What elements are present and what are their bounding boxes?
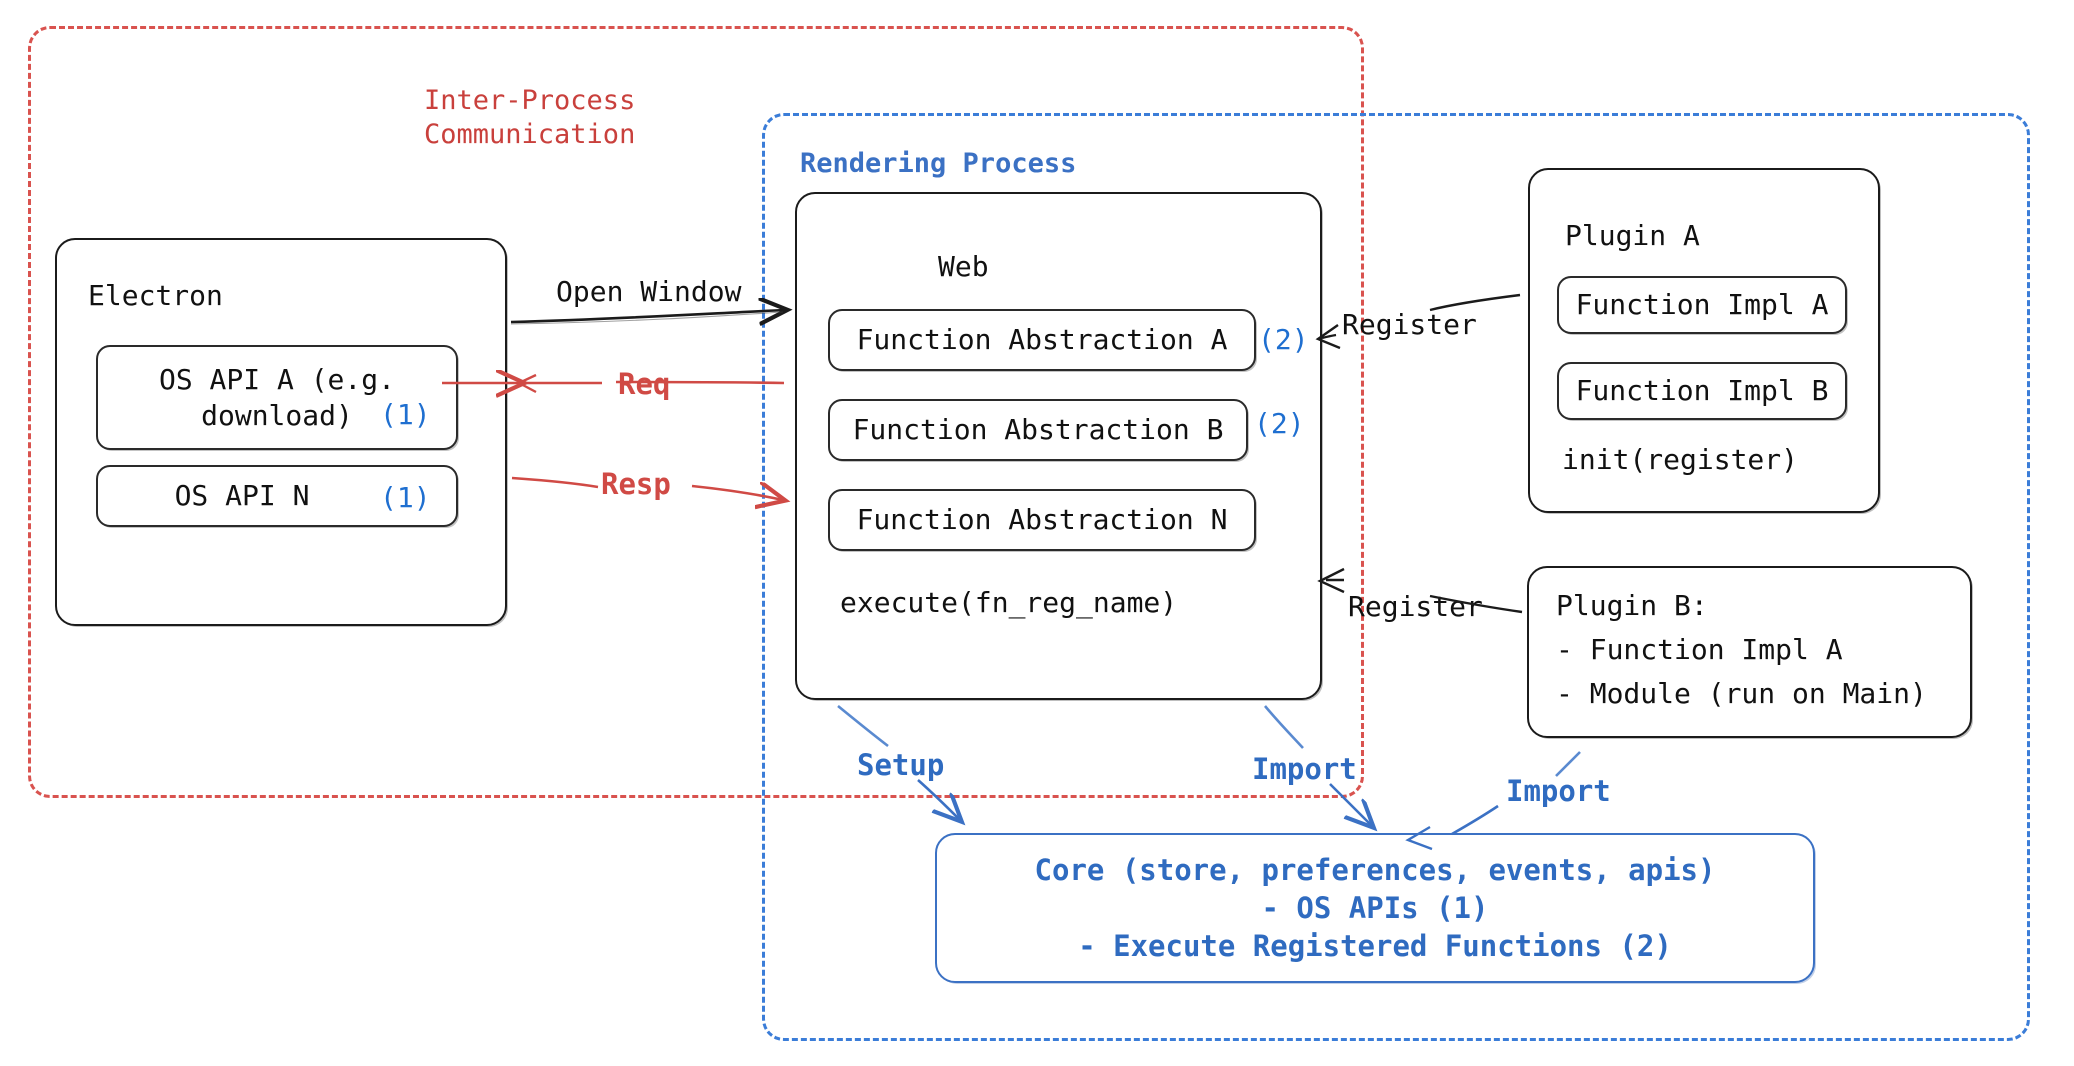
group-rendering-process xyxy=(762,113,2030,1041)
web-execute-footer: execute(fn_reg_name) xyxy=(840,586,1178,619)
function-abstraction-b-marker: (2) xyxy=(1254,407,1305,440)
group-label-rendering-process: Rendering Process xyxy=(800,148,1077,179)
core-box: Core (store, preferences, events, apis) … xyxy=(935,833,1815,983)
edge-label-import-plugin-b: Import xyxy=(1506,774,1611,808)
core-line-2: - OS APIs (1) xyxy=(1261,890,1489,925)
plugin-b-line-2: - Function Impl A xyxy=(1556,633,1843,666)
edge-label-open-window: Open Window xyxy=(556,275,742,308)
function-impl-b-box[interactable]: Function Impl B xyxy=(1557,362,1847,420)
os-api-n-box[interactable]: OS API N xyxy=(96,465,458,527)
function-abstraction-b-box[interactable]: Function Abstraction B xyxy=(828,399,1248,461)
function-abstraction-n-label: Function Abstraction N xyxy=(856,503,1228,537)
edge-label-import-web: Import xyxy=(1252,752,1357,786)
electron-title: Electron xyxy=(88,279,223,312)
function-abstraction-a-marker: (2) xyxy=(1258,323,1309,356)
function-impl-b-label: Function Impl B xyxy=(1575,374,1829,408)
os-api-n-label: OS API N xyxy=(174,479,310,513)
edge-label-resp: Resp xyxy=(601,467,671,501)
function-impl-a-label: Function Impl A xyxy=(1575,288,1829,322)
os-api-a-label: OS API A (e.g. download) xyxy=(158,362,395,432)
plugin-b-line-3: - Module (run on Main) xyxy=(1556,677,1927,710)
function-abstraction-a-label: Function Abstraction A xyxy=(856,323,1228,357)
group-label-inter-process-communication: Inter-Process Communication xyxy=(424,85,636,150)
plugin-a-title: Plugin A xyxy=(1565,219,1700,252)
os-api-a-marker: (1) xyxy=(380,398,431,431)
edge-label-register-plugin-a: Register xyxy=(1342,308,1477,341)
plugin-b-line-1: Plugin B: xyxy=(1556,589,1708,622)
core-line-3: - Execute Registered Functions (2) xyxy=(1078,929,1672,964)
function-impl-a-box[interactable]: Function Impl A xyxy=(1557,276,1847,334)
function-abstraction-b-label: Function Abstraction B xyxy=(852,413,1224,447)
edge-label-req: Req xyxy=(618,367,671,401)
os-api-a-box[interactable]: OS API A (e.g. download) xyxy=(96,345,458,450)
edge-label-setup: Setup xyxy=(857,748,945,782)
edge-label-register-plugin-b: Register xyxy=(1348,590,1483,623)
function-abstraction-n-box[interactable]: Function Abstraction N xyxy=(828,489,1256,551)
plugin-a-init-footer: init(register) xyxy=(1562,443,1799,476)
web-title: Web xyxy=(938,250,989,283)
os-api-n-marker: (1) xyxy=(380,481,431,514)
function-abstraction-a-box[interactable]: Function Abstraction A xyxy=(828,309,1256,371)
group-inter-process-communication xyxy=(28,26,1364,798)
plugin-b-box xyxy=(1527,566,1972,738)
plugin-a-box xyxy=(1528,168,1880,513)
core-line-1: Core (store, preferences, events, apis) xyxy=(1034,852,1716,887)
